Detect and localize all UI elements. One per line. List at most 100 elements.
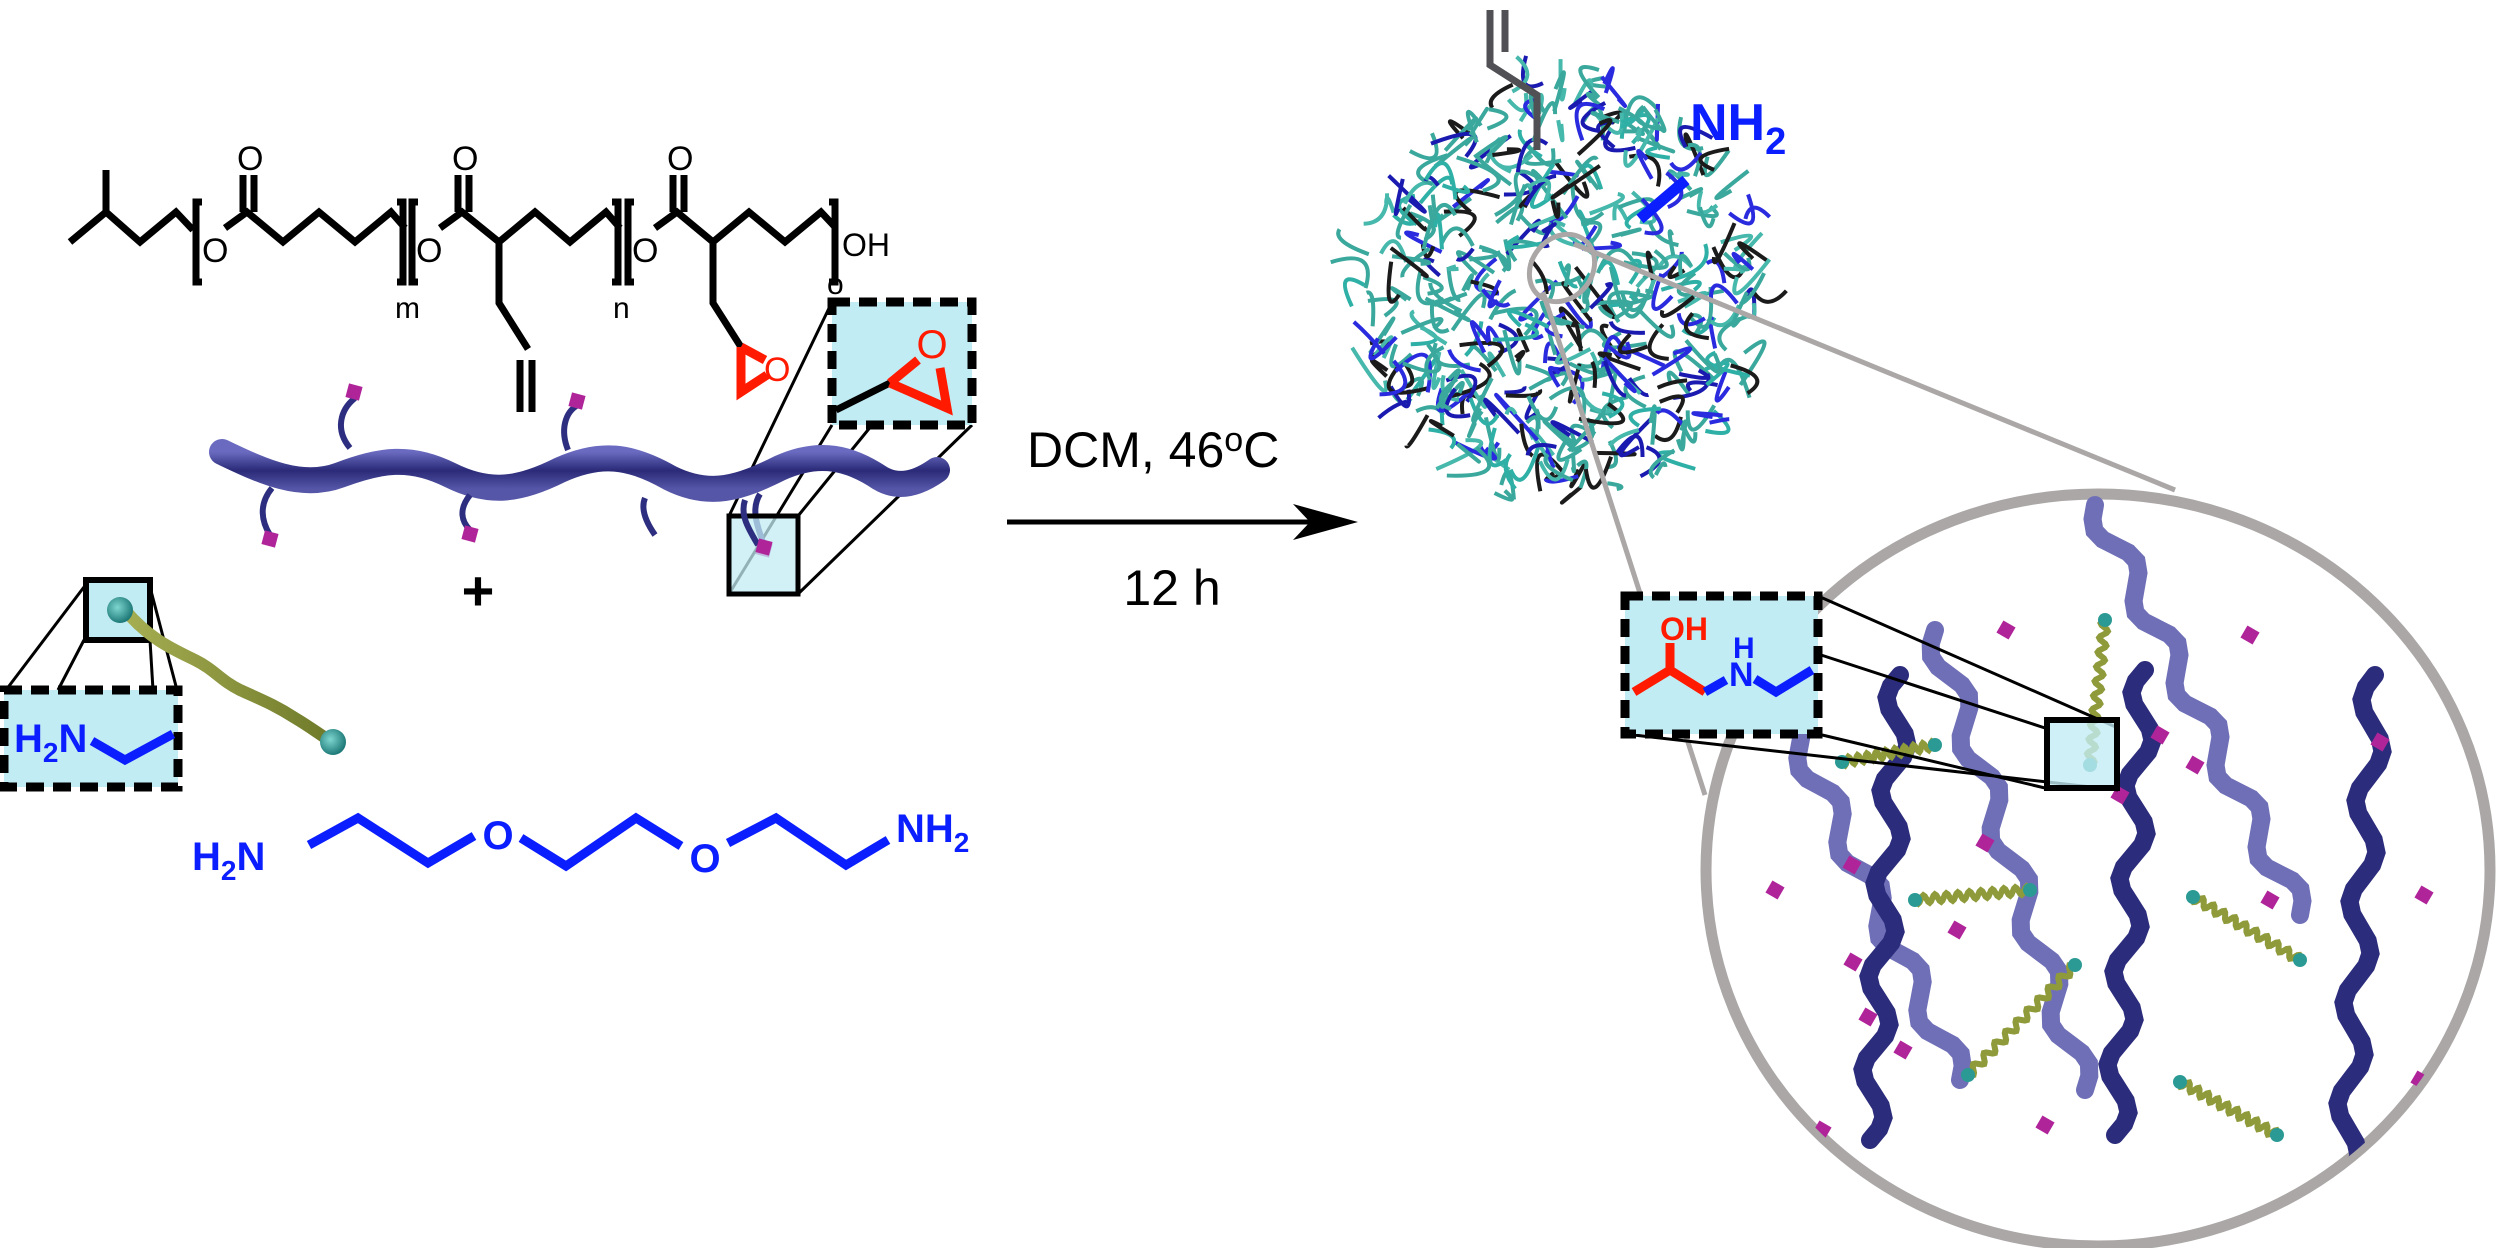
epoxide-bead [2035, 1115, 2055, 1135]
nanoparticle-strand [1451, 178, 1491, 209]
nanoparticle-strand [1450, 292, 1487, 332]
nanoparticle-strand [1498, 153, 1534, 170]
nanoparticle-strand [1523, 145, 1562, 166]
nanoparticle-strand [1468, 397, 1500, 426]
nanoparticle-strand [1666, 370, 1692, 397]
nanoparticle-strand [1471, 377, 1494, 423]
nanoparticle-strand [1743, 205, 1772, 220]
nanoparticle-strand [1404, 414, 1430, 449]
crosslink-chain [1967, 961, 2076, 1079]
nanoparticle-strand [1550, 164, 1601, 200]
nanoparticle-strand [1433, 136, 1474, 168]
nanoparticle-strand [1563, 298, 1593, 330]
nanoparticle-strand [1525, 443, 1557, 456]
nanoparticle-strand [1623, 374, 1647, 409]
nanoparticle-amine-bond [1636, 175, 1690, 224]
nanoparticle-strand [1679, 187, 1703, 200]
epoxide-bead [568, 392, 586, 410]
nanoparticle-strand [1440, 226, 1475, 247]
nanoparticle-strand [1585, 91, 1601, 107]
plus-sign: + [462, 559, 495, 622]
nanoparticle-strand [1739, 272, 1766, 306]
nanoparticle-strand [1705, 258, 1727, 284]
nanoparticle-strand [1678, 253, 1693, 276]
nanoparticle-strand [1576, 118, 1613, 157]
nanoparticle-strand [1628, 258, 1642, 285]
nanoparticle-strand [1630, 287, 1641, 302]
nanoparticle-strand [1505, 388, 1543, 398]
nanoparticle-strand [1702, 149, 1731, 178]
carbonyl-oxygen-2: O [452, 140, 478, 178]
nanoparticle-strand [1750, 289, 1788, 304]
nanoparticle-strand [1602, 356, 1637, 394]
nanoparticle-strand [1722, 251, 1752, 272]
diamine-chain [119, 604, 338, 748]
nanoparticle-strand [1628, 406, 1661, 428]
nanoparticle-strand [1428, 282, 1463, 313]
nanoparticle-strand [1549, 425, 1576, 448]
amine-zoom-box [0, 685, 183, 792]
nanoparticle-strand [1387, 174, 1427, 214]
nanoparticle-strand [1570, 179, 1605, 223]
crosslink-node [2098, 613, 2112, 627]
nanoparticle-strand [1438, 377, 1459, 411]
epoxide-bead [1893, 1040, 1913, 1060]
nanoparticle-strand [1737, 241, 1770, 264]
nanoparticle-strand [1574, 102, 1606, 142]
nanoparticle-strand [1424, 345, 1445, 381]
nanoparticle-strand [1654, 461, 1668, 476]
nanoparticle-strand [1475, 153, 1513, 187]
nanoparticle-strand [1728, 193, 1756, 226]
network-backbone [2083, 496, 2312, 924]
nanoparticle-strand [1590, 111, 1620, 125]
inset-amine-label: H2N [14, 717, 87, 768]
nanoparticle-strand [1473, 135, 1508, 159]
nanoparticle-strand [1446, 266, 1461, 303]
nanoparticle-strand [1598, 260, 1621, 286]
nanoparticle-strand [1557, 260, 1579, 289]
polymer-backbone-cartoon [209, 383, 950, 597]
nanoparticle-strand [1456, 155, 1501, 193]
product-amine-h-label: H [1733, 632, 1755, 665]
nanoparticle-strand [1593, 367, 1615, 380]
diamine-left-amine: H2N [192, 835, 265, 886]
nanoparticle-strand [1384, 196, 1396, 214]
nanoparticle-strand [1446, 446, 1492, 478]
epoxide-bead [1858, 1007, 1878, 1027]
crosslink-chain [2176, 1079, 2281, 1138]
nanoparticle-strand [1714, 169, 1750, 201]
arrow-head-icon [1293, 504, 1358, 540]
product-inset: OH H N [1620, 591, 2120, 792]
crosslink-node [2173, 1075, 2187, 1089]
nanoparticle-strand [1423, 161, 1458, 200]
crosslink-node [2023, 883, 2037, 897]
nanoparticle-strand [1608, 320, 1645, 335]
epoxide-oxygen: O [764, 351, 790, 389]
nanoparticle-strand [1641, 105, 1667, 133]
nanoparticle-strand [1558, 59, 1567, 102]
nanoparticle-strand [1543, 453, 1574, 483]
nanoparticle-strand [1648, 404, 1657, 445]
nanoparticle-strand [1481, 288, 1511, 308]
nanoparticle-strand [1455, 250, 1496, 276]
crosslink-node [2068, 958, 2082, 972]
nanoparticle-strand [1658, 394, 1685, 414]
reaction-conditions: DCM, 46oC [1027, 421, 1279, 478]
nanoparticle-strand [1363, 193, 1390, 226]
nanoparticle-strand [1714, 367, 1731, 403]
nanoparticle-strand [1648, 448, 1676, 480]
nanoparticle-strand [1365, 290, 1376, 327]
nanoparticle-strand [1392, 213, 1424, 226]
epoxide-bead [2260, 890, 2280, 910]
backbone-chain [209, 439, 950, 502]
nanoparticle-strand [1618, 413, 1657, 458]
nanoparticle-strand [1526, 395, 1559, 422]
product-zoom-box [1620, 591, 1823, 739]
nanoparticle-strand [1336, 228, 1370, 257]
nanoparticle-strand [1428, 418, 1455, 438]
nanoparticle-strand [1607, 481, 1624, 492]
nanoparticle-strand [1552, 70, 1566, 112]
nanoparticle-strand [1441, 183, 1471, 195]
nanoparticle-strand [1651, 346, 1693, 377]
nanoparticle-strand [1597, 305, 1614, 319]
